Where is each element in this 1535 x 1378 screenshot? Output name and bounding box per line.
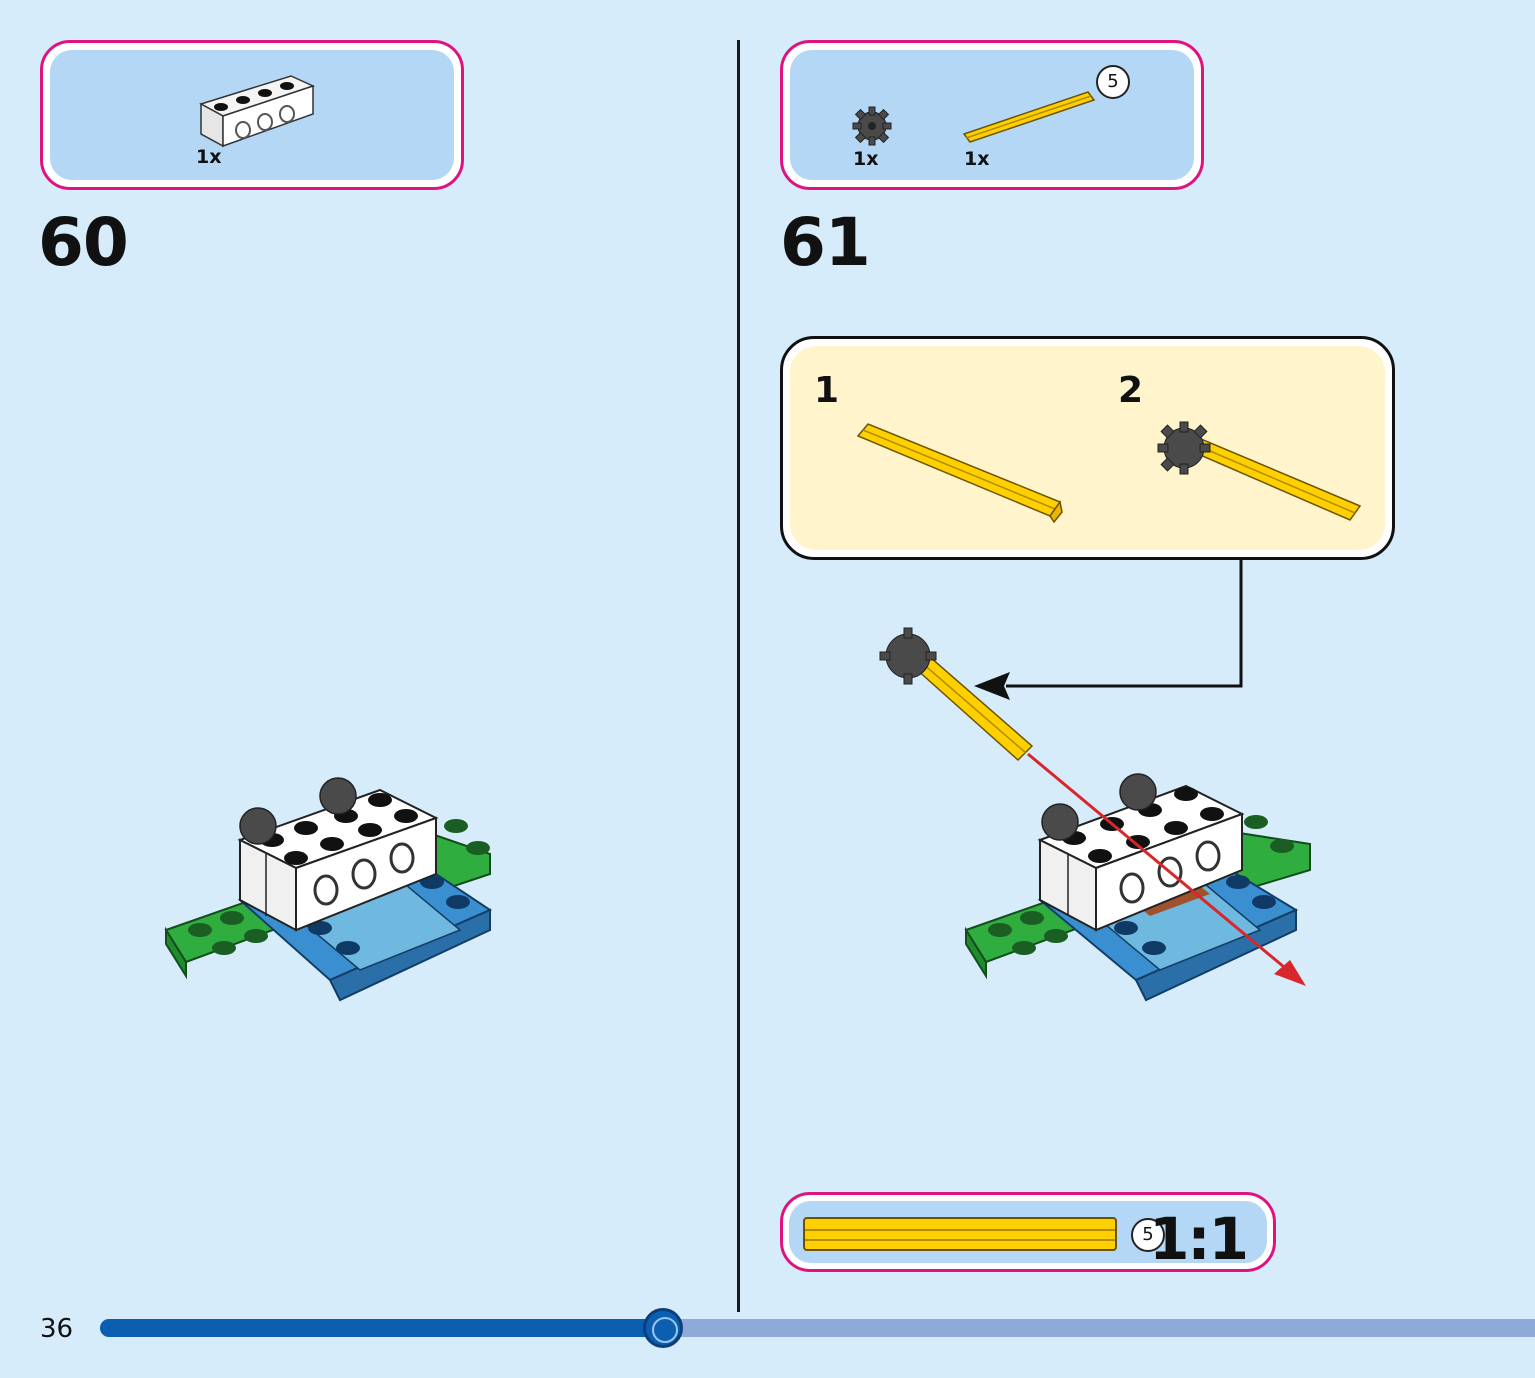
step-number-61: 61 <box>780 204 871 281</box>
substep-number-2: 2 <box>1118 370 1144 411</box>
part-qty: 1x <box>853 148 879 170</box>
part-qty: 1x <box>196 146 222 168</box>
part-qty: 1x <box>964 148 990 170</box>
page-number: 36 <box>40 1314 74 1344</box>
white-technic-brick-icon <box>199 75 316 148</box>
step-60-model-illustration <box>164 777 493 1002</box>
gear-icon <box>852 106 892 146</box>
axle-scale-reference: 5 1:1 <box>780 1192 1276 1273</box>
yellow-axle-icon <box>856 423 1063 524</box>
scale-inner: 5 1:1 <box>789 1201 1267 1273</box>
step-61-parts-inner: 1x 1x 5 <box>790 50 1194 180</box>
step-number-60: 60 <box>38 204 129 281</box>
gear-axle-assembly-icon <box>1157 421 1362 521</box>
subassembly-callout: 1 2 <box>780 336 1395 560</box>
axle-length-badge: 5 <box>1096 65 1130 99</box>
yellow-axle-icon <box>962 91 1096 143</box>
substep-number-1: 1 <box>814 370 840 411</box>
step-60-parts-box: 1x <box>40 40 464 190</box>
step-61-model-illustration <box>964 773 1311 1002</box>
gear-axle-insert-illustration <box>879 627 1034 762</box>
axle-actual-size-icon <box>803 1217 1117 1251</box>
progress-knob <box>642 1308 683 1348</box>
step-60-parts-inner: 1x <box>50 50 454 180</box>
axle-length-badge: 5 <box>1131 1218 1165 1252</box>
subassembly-inner: 1 2 <box>790 346 1385 550</box>
scale-ratio: 1:1 <box>1149 1205 1249 1273</box>
progress-fill <box>100 1319 663 1337</box>
progress-bar <box>100 1308 1535 1348</box>
step-61-parts-box: 1x 1x 5 <box>780 40 1204 190</box>
page-divider <box>737 40 740 1312</box>
